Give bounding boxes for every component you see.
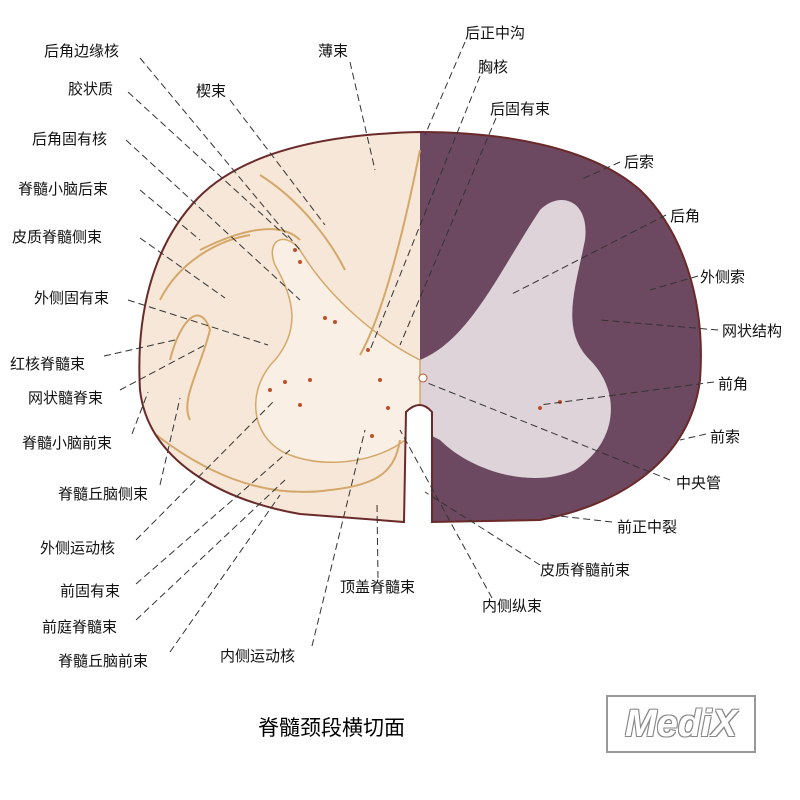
- label-thoracic-nucleus: 胸核: [478, 58, 509, 76]
- nuclei-dots: [268, 248, 562, 438]
- label-lateral-funiculus: 外侧索: [700, 268, 746, 286]
- label-anterior-corticospinal-tract: 皮质脊髓前束: [540, 561, 631, 579]
- label-anterior-spinocerebellar-tract: 脊髓小脑前束: [22, 434, 113, 452]
- label-posterior-horn: 后角: [670, 207, 701, 225]
- label-anterior-spinothalamic-tract: 脊髓丘脑前束: [58, 652, 149, 670]
- label-posterior-median-sulcus: 后正中沟: [465, 24, 526, 42]
- label-vestibulospinal-tract: 前庭脊髓束: [42, 618, 118, 636]
- medix-logo: MediX: [606, 695, 756, 753]
- left-gray-matter: [254, 238, 421, 463]
- label-posterior-funiculus: 后索: [624, 153, 655, 171]
- label-fasciculus-cuneatus: 楔束: [196, 82, 227, 100]
- figure-title: 脊髓颈段横切面: [258, 716, 405, 740]
- label-lateral-proper-fasciculus: 外侧固有束: [34, 289, 110, 307]
- cord-outline: [138, 130, 702, 524]
- tract-boundaries: [149, 149, 421, 493]
- label-posterior-proper-fasciculus: 后固有束: [490, 100, 551, 118]
- left-white-matter: [139, 132, 420, 522]
- right-gray-matter: [420, 200, 611, 479]
- label-lateral-spinothalamic-tract: 脊髓丘脑侧束: [58, 485, 149, 503]
- label-anterior-funiculus: 前索: [710, 428, 741, 446]
- label-medial-longitudinal-fasciculus: 内侧纵束: [482, 597, 543, 615]
- label-tectospinal-tract: 顶盖脊髓束: [340, 578, 416, 596]
- label-anterior-median-fissure: 前正中裂: [617, 518, 678, 536]
- label-posterior-marginal-nucleus: 后角边缘核: [44, 42, 120, 60]
- label-central-canal: 中央管: [676, 474, 722, 492]
- label-posterior-spinocerebellar-tract: 脊髓小脑后束: [18, 180, 109, 198]
- label-lateral-corticospinal-tract: 皮质脊髓侧束: [12, 228, 103, 246]
- label-reticular-formation: 网状结构: [722, 322, 783, 340]
- label-medial-motor-nucleus: 内侧运动核: [220, 647, 296, 665]
- central-canal: [418, 373, 428, 383]
- label-anterior-horn: 前角: [718, 375, 749, 393]
- leader-lines: [103, 41, 719, 653]
- label-fasciculus-gracilis: 薄束: [318, 42, 349, 60]
- label-nucleus-proprius: 后角固有核: [32, 130, 108, 148]
- label-substantia-gelatinosa: 胶状质: [68, 80, 114, 98]
- label-lateral-motor-nucleus: 外侧运动核: [40, 539, 116, 557]
- label-reticulospinal-tract: 网状髓脊束: [28, 389, 104, 407]
- label-rubrospinal-tract: 红核脊髓束: [10, 355, 86, 373]
- label-anterior-proper-fasciculus: 前固有束: [60, 582, 121, 600]
